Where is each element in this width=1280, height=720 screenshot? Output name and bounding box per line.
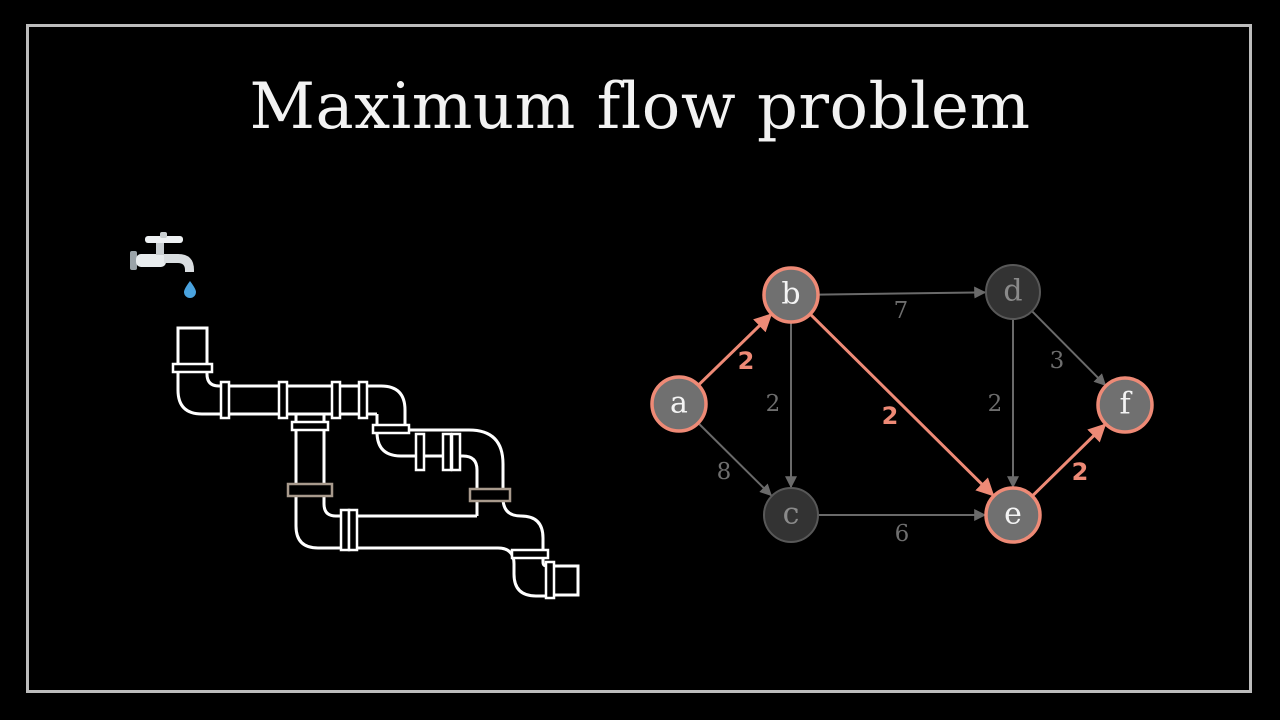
node-e: e xyxy=(984,486,1042,544)
node-c: c xyxy=(763,487,819,543)
node-label-c: c xyxy=(783,497,800,532)
node-label-f: f xyxy=(1119,387,1132,422)
edge-e-f xyxy=(1031,423,1107,498)
edges-layer xyxy=(697,286,1107,521)
pipe-network-icon xyxy=(176,326,580,598)
frame-border xyxy=(26,24,1252,693)
node-label-d: d xyxy=(1003,274,1022,309)
node-f: f xyxy=(1096,376,1154,434)
edge-b-d xyxy=(817,286,987,299)
edge-label-a-b: 2 xyxy=(738,347,755,375)
faucet-icon xyxy=(130,232,194,272)
node-circle-c xyxy=(763,487,819,543)
edge-a-b xyxy=(697,313,773,387)
edge-label-d-e: 2 xyxy=(988,391,1003,417)
edge-label-a-c: 8 xyxy=(717,459,732,485)
edge-label-b-c: 2 xyxy=(766,391,781,417)
edge-label-d-f: 3 xyxy=(1050,348,1065,374)
edge-d-f xyxy=(1031,310,1107,386)
node-label-b: b xyxy=(781,277,800,312)
edge-a-c xyxy=(697,422,772,497)
water-drop-icon xyxy=(184,281,196,298)
page-title: Maximum flow problem xyxy=(249,70,1031,144)
node-a: a xyxy=(650,375,708,433)
node-b: b xyxy=(762,266,820,324)
edge-labels-layer: 2 8 2 7 2 6 2 3 2 xyxy=(717,298,1089,547)
node-label-e: e xyxy=(1004,497,1022,532)
node-circle-b xyxy=(762,266,820,324)
node-circle-f xyxy=(1096,376,1154,434)
node-circle-a xyxy=(650,375,708,433)
edge-label-b-e: 2 xyxy=(882,402,899,430)
edge-b-e xyxy=(809,312,995,497)
node-label-a: a xyxy=(670,386,688,421)
node-circle-d xyxy=(985,264,1041,320)
edge-label-c-e: 6 xyxy=(895,521,910,547)
edge-label-b-d: 7 xyxy=(894,298,909,324)
node-d: d xyxy=(985,264,1041,320)
edge-label-e-f: 2 xyxy=(1072,458,1089,486)
nodes-layer: a b c d e f xyxy=(650,264,1154,544)
pipe-flanges xyxy=(171,362,556,600)
node-circle-e xyxy=(984,486,1042,544)
